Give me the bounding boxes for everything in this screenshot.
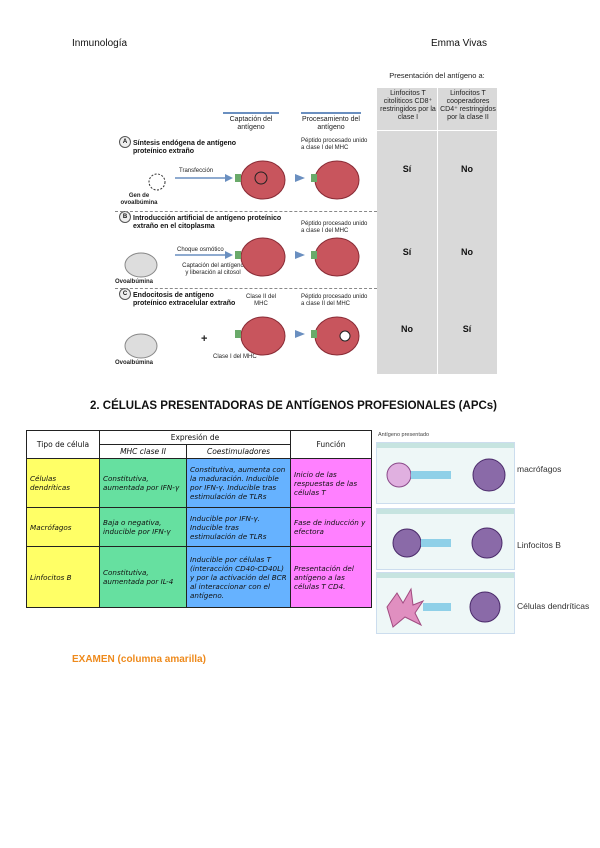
panel-a: A Síntesis endógena de antígeno proteíni…: [115, 134, 473, 209]
panel-c: C Endocitosis de antígeno proteínico ext…: [115, 288, 471, 372]
header-cell-function: Función: [290, 430, 372, 459]
panel-b-cd8: Sí: [402, 247, 412, 257]
table-row: Linfocitos B Constitutiva, aumentada por…: [26, 546, 372, 608]
author-header: Emma Vivas: [431, 38, 487, 49]
header-cell-type: Tipo de célula: [26, 430, 100, 459]
label-macrophages: macrófagos: [517, 464, 562, 474]
col-capture-header: Captación del antígeno: [223, 112, 279, 132]
figure2-title: Antígeno presentado: [378, 432, 430, 438]
header-cell-costim: Coestimuladores: [186, 444, 291, 459]
header-cell-expression: Expresión de: [99, 430, 291, 445]
table-row: Macrófagos Baja o negativa, inducible po…: [26, 507, 372, 547]
col-cd4-header: Linfocitos T cooperadores CD4⁺ restringi…: [440, 90, 496, 121]
panel-b-cd4: No: [461, 247, 473, 257]
subject-header: Inmunología: [72, 38, 128, 49]
apc-table: Tipo de célula Expresión de Función MHC …: [26, 430, 372, 608]
panel-c-cd4: Sí: [462, 324, 472, 334]
exam-note: EXAMEN (columna amarilla): [72, 654, 206, 665]
header-cell-mhc2: MHC clase II: [99, 444, 187, 459]
macrophage-panel: [376, 442, 515, 504]
label-b-lymphocytes: Linfocitos B: [517, 540, 561, 550]
panel-a-cd4: No: [461, 164, 473, 174]
apc-types-figure: Antígeno presentado: [376, 432, 515, 634]
dendritic-cell-panel: [376, 572, 515, 634]
col-processing-header: Procesamiento del antígeno: [301, 112, 361, 132]
presentation-title: Presentación del antígeno a:: [389, 71, 485, 80]
panel-b: B Introducción artificial de antígeno pr…: [115, 211, 473, 288]
antigen-presentation-figure: Presentación del antígeno a: Linfocitos …: [115, 68, 497, 374]
panel-a-cd8: Sí: [402, 164, 412, 174]
col-cd8-header: Linfocitos T citolíticos CD8⁺ restringid…: [380, 90, 436, 121]
b-lymphocyte-panel: [376, 508, 515, 570]
table-row: Células dendríticas Constitutiva, aument…: [26, 458, 372, 508]
label-dendritic-cells: Células dendríticas: [517, 601, 590, 611]
section-heading: 2. CÉLULAS PRESENTADORAS DE ANTÍGENOS PR…: [90, 400, 498, 412]
panel-c-cd8: No: [401, 324, 413, 334]
